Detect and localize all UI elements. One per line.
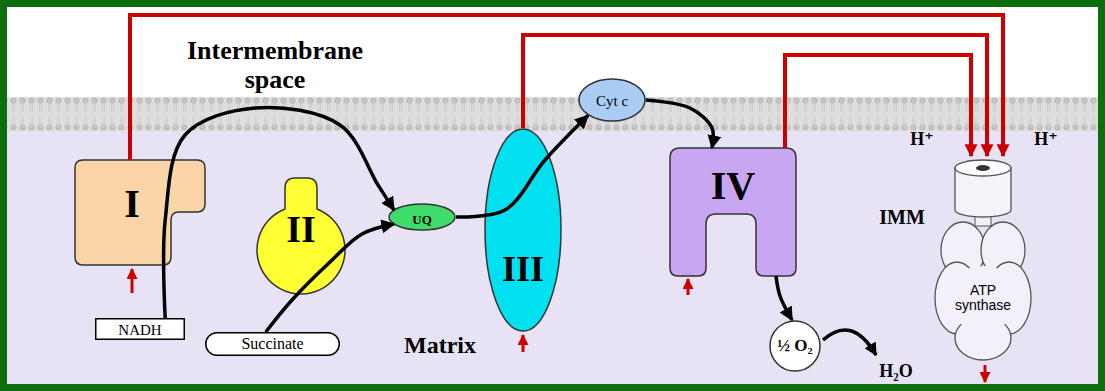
- region-label: Matrix: [404, 332, 476, 358]
- proton-flow-arrow: [785, 55, 971, 156]
- node-text: ½ O₂: [777, 337, 812, 356]
- node-text: NADH: [118, 322, 161, 339]
- text-block: II: [286, 209, 316, 251]
- node-text: II: [286, 209, 316, 251]
- proton-uptake-arrow: [522, 335, 525, 352]
- ubiquinone-outline: [389, 204, 455, 230]
- oxygen-circle-outline: [770, 321, 820, 371]
- complex-ii: II: [255, 178, 347, 296]
- proton-release-arrow: [984, 365, 987, 382]
- proton-flow-arrow: [523, 35, 987, 156]
- ion-label: H⁺: [910, 130, 934, 150]
- water-formation-arrow: [823, 330, 876, 355]
- inner-membrane-band: [0, 97, 1105, 131]
- text-block: III: [502, 250, 544, 290]
- proton-flow-arrow: [130, 15, 1003, 160]
- proton-uptake-arrow: [131, 269, 134, 293]
- region-label: IMM: [879, 206, 925, 228]
- node-text: Cyt c: [596, 93, 628, 110]
- node-text: ATP synthase: [947, 283, 1019, 314]
- complex-iii-shape: [484, 128, 562, 332]
- complex-iv-outline: [670, 148, 796, 276]
- complex-iv: IV: [670, 148, 796, 276]
- text-block: NADH: [118, 322, 161, 339]
- complex-iii-outline: [485, 129, 561, 331]
- label-slot: H⁺: [1034, 130, 1058, 150]
- electron-flow-arrow: [776, 276, 792, 320]
- text-block: ½ O₂: [777, 337, 812, 356]
- text-block: ATP synthase: [947, 283, 1019, 314]
- region-label: Intermembrane space: [170, 37, 380, 94]
- label-slot: H₂O: [879, 362, 912, 382]
- label-slot: H⁺: [910, 130, 934, 150]
- label-slot: IMM: [879, 206, 925, 228]
- product-label: H₂O: [879, 362, 912, 382]
- electron-flow-arrow: [646, 100, 713, 148]
- substrate-box-outline: [206, 333, 340, 356]
- oxygen-circle: ½ O₂: [769, 320, 821, 372]
- ubiquinone: UQ: [388, 203, 456, 231]
- cytochrome-c: Cyt c: [578, 78, 646, 122]
- cytochrome-c-outline: [579, 79, 645, 121]
- complex-i-shape: [75, 160, 205, 265]
- node-text: IV: [711, 164, 755, 208]
- text-block: Succinate: [241, 335, 303, 353]
- complex-i: I: [75, 160, 205, 265]
- atp-synthase-outline: [976, 165, 990, 171]
- node-text: III: [502, 250, 544, 290]
- substrate-box-outline: [96, 319, 185, 340]
- text-block: UQ: [412, 213, 432, 227]
- text-block: IV: [711, 164, 755, 208]
- text-block: I: [124, 182, 140, 226]
- node-text: Succinate: [241, 335, 303, 353]
- label-slot: Matrix: [404, 332, 476, 358]
- node-text: UQ: [412, 213, 432, 227]
- atp-synthase-outline: [955, 160, 1011, 176]
- complex-ii-outline: [257, 178, 345, 294]
- intermembrane-region: [0, 0, 1105, 97]
- substrate-box: NADH: [95, 318, 185, 340]
- atp-synthase-outline: [945, 266, 1021, 330]
- electron-flow-arrow: [164, 107, 394, 318]
- frame: [4, 4, 1102, 388]
- ion-label: H⁺: [1034, 130, 1058, 150]
- text-block: Cyt c: [596, 93, 628, 110]
- node-text: I: [124, 182, 140, 226]
- complex-iii: III: [484, 128, 562, 332]
- atp-synthase-shape: [935, 158, 1031, 363]
- label-slot: Intermembrane space: [170, 37, 380, 94]
- complex-i-outline: [75, 160, 205, 265]
- substrate-box: Succinate: [205, 332, 340, 356]
- atp-synthase: ATP synthase: [935, 158, 1031, 363]
- proton-uptake-arrow: [687, 279, 690, 295]
